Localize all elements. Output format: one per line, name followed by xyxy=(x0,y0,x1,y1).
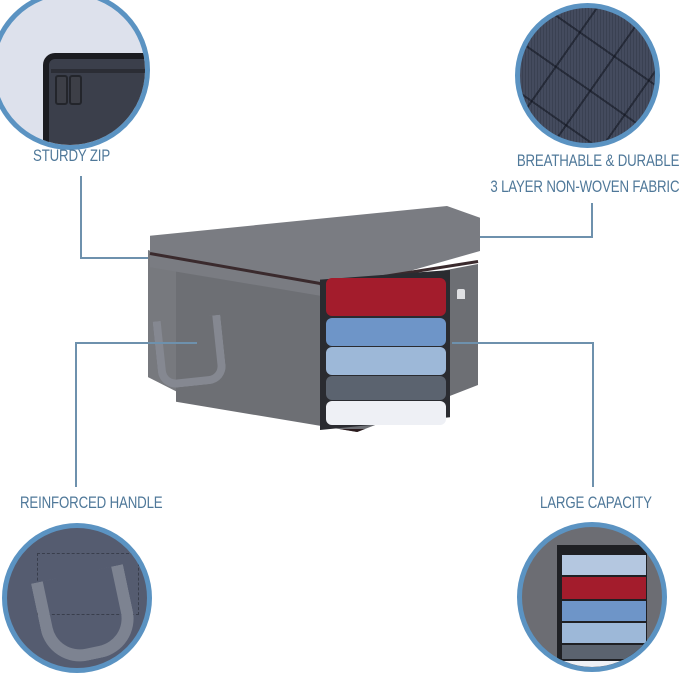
large-capacity-label: LARGE CAPACITY xyxy=(540,493,652,512)
fabric-label-line2: 3 LAYER NON-WOVEN FABRIC xyxy=(489,177,679,196)
capacity-closeup xyxy=(517,522,667,672)
folded-item-white xyxy=(326,401,446,425)
handle-strap-icon xyxy=(30,564,142,668)
folded-item-red xyxy=(326,278,446,316)
sturdy-zip-label: STURDY ZIP xyxy=(33,146,111,165)
zipper-pull-icon xyxy=(55,75,68,105)
brand-logo-icon xyxy=(457,289,465,299)
folded-item-blue xyxy=(326,318,446,346)
folded-item xyxy=(562,661,646,667)
sturdy-zip-closeup xyxy=(0,0,150,150)
zip-callout-line xyxy=(80,176,82,258)
handle-callout-line xyxy=(75,342,77,487)
folded-item xyxy=(562,601,646,621)
zipper-track xyxy=(51,69,145,73)
fabric-texture-closeup xyxy=(515,3,660,148)
fabric-callout-line xyxy=(591,203,593,238)
fabric-callout-line xyxy=(420,236,593,238)
capacity-callout-line xyxy=(592,342,594,487)
zip-callout-line xyxy=(80,257,148,259)
capacity-callout-line xyxy=(452,342,594,344)
handle-callout-line xyxy=(75,342,197,344)
folded-item xyxy=(562,645,646,659)
stitch-patch xyxy=(37,553,139,615)
folded-item xyxy=(562,623,646,643)
folded-item xyxy=(562,555,646,575)
folded-item xyxy=(562,577,646,599)
handle-closeup xyxy=(2,523,152,673)
reinforced-handle-label: REINFORCED HANDLE xyxy=(20,493,163,512)
fabric-label-line1: BREATHABLE & DURABLE xyxy=(516,151,679,170)
zipper-pull-icon xyxy=(69,75,82,105)
folded-item-light-blue xyxy=(326,347,446,375)
side-handle xyxy=(152,314,228,390)
folded-item-gray xyxy=(326,376,446,400)
